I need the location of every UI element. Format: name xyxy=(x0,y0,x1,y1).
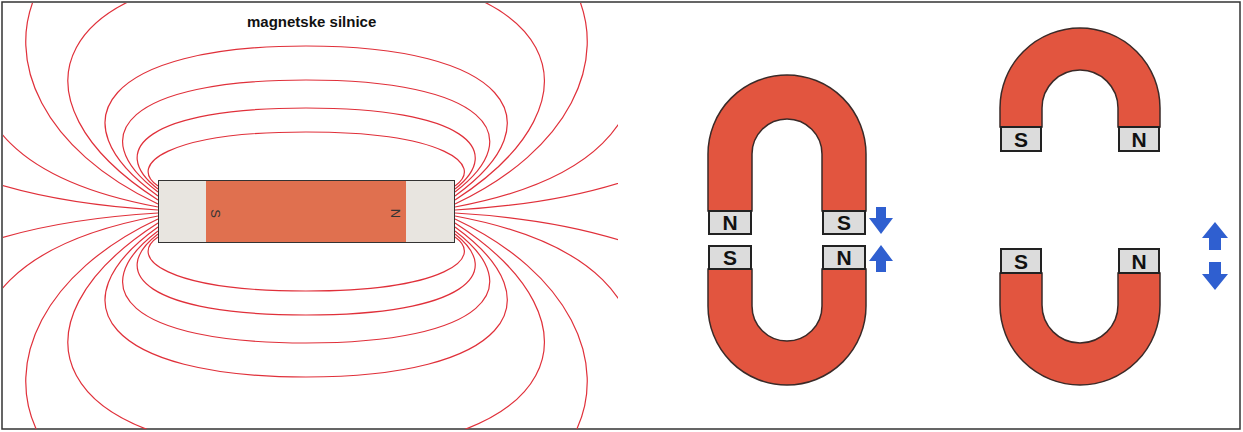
magnet-pole: S xyxy=(1000,126,1042,152)
magnet-pole: N xyxy=(1118,126,1160,152)
pole-letter: N xyxy=(1131,251,1146,272)
magnet-pole: S xyxy=(822,210,866,235)
horseshoe-magnets xyxy=(708,28,1160,385)
pole-letter: S xyxy=(1014,129,1028,150)
field-lines xyxy=(3,3,618,429)
magnet-pole: N xyxy=(1118,248,1160,274)
force-arrows xyxy=(869,207,1228,290)
magnet-pole: N xyxy=(822,245,866,270)
pole-letter: S xyxy=(723,247,737,268)
magnet-pole: S xyxy=(1000,248,1042,274)
pole-letter: S xyxy=(209,209,222,218)
magnet-pole: N xyxy=(708,210,752,235)
bar-magnet: SN xyxy=(158,180,455,243)
pole-letter: N xyxy=(836,247,851,268)
pole-letter: N xyxy=(389,209,402,218)
pole-letter: S xyxy=(1014,251,1028,272)
pole-letter: N xyxy=(1131,129,1146,150)
pole-letter: N xyxy=(722,212,737,233)
pole-letter: S xyxy=(837,212,851,233)
magnet-pole: S xyxy=(708,245,752,270)
title-label: magnetske silnice xyxy=(244,14,379,31)
